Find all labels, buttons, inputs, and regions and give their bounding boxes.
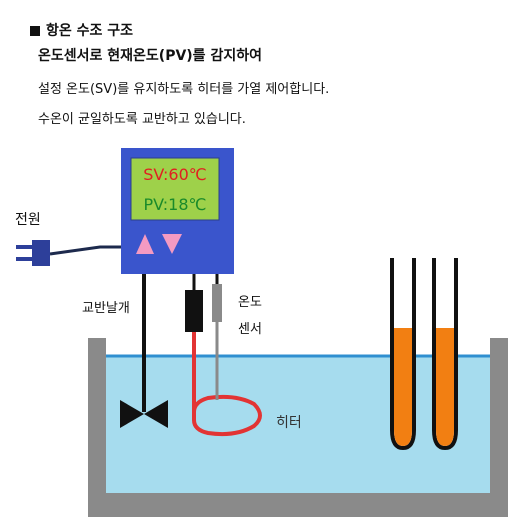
tank-left-wall [88,338,106,517]
test-tube-1 [390,258,416,451]
sensor-label-line-2: 센서 [238,322,262,337]
down-triangle-icon[interactable] [162,234,182,254]
tank-right-wall [490,338,508,517]
controller-display [130,157,220,221]
stirrer [120,272,168,428]
sv-display: SV:60℃ [143,165,207,184]
water [106,355,490,493]
stirrer-blade-right [144,400,168,428]
heading-text: 항온 수조 구조 [46,23,134,39]
description-line-2: 설정 온도(SV)를 유지하도록 히터를 가열 제어합니다. [38,82,330,97]
sensor-head [212,284,222,322]
stirrer-blade-left [120,400,144,428]
tank-bottom [88,493,508,517]
up-triangle-icon[interactable] [136,234,154,254]
power-plug-icon [16,240,121,266]
heater-label: 히터 [276,415,302,431]
section-heading: 항온 수조 구조 [30,20,133,40]
description-line-1: 온도센서로 현재온도(PV)를 감지하여 [38,48,262,64]
stirrer-label: 교반날개 [82,301,130,316]
tank [88,338,508,517]
sensor-label-line-1: 온도 [238,295,262,310]
power-label: 전원 [15,212,41,228]
test-tube-2 [432,258,458,451]
temperature-controller: SV:60℃ PV:18℃ [121,148,234,274]
heater [185,272,262,437]
bullet-square-icon [30,26,40,36]
description-line-3: 수온이 균일하도록 교반하고 있습니다. [38,112,246,127]
pv-display: PV:18℃ [143,195,206,214]
heater-connector [185,290,203,332]
